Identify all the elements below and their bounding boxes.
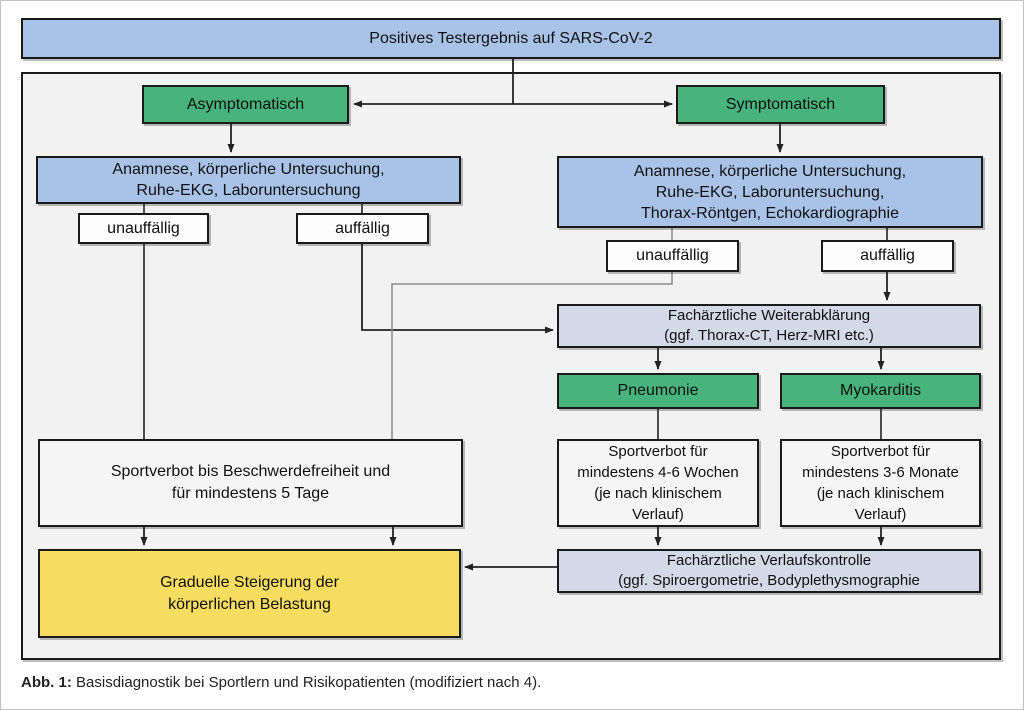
- node-line: (je nach klinischem: [594, 485, 722, 502]
- node-line: Sportverbot bis Beschwerdefreiheit und: [110, 463, 391, 480]
- node-line: Ruhe-EKG, Laboruntersuchung: [136, 182, 361, 199]
- node-label: Pneumonie: [617, 382, 699, 399]
- node-line: (je nach klinischem: [816, 485, 945, 502]
- node-line: (ggf. Thorax-CT, Herz-MRI etc.): [664, 327, 874, 344]
- node-line: (ggf. Spiroergometrie, Bodyplethysmograp…: [618, 572, 920, 589]
- node-line: körperlichen Belastung: [168, 595, 331, 613]
- flow-node-specialist-workup: Fachärztliche Weiterabklärung (ggf. Thor…: [557, 304, 981, 348]
- node-label: Asymptomatisch: [186, 95, 305, 113]
- flow-node-exam-right: Anamnese, körperliche Untersuchung, Ruhe…: [557, 156, 983, 228]
- node-line: Verlauf): [632, 506, 684, 523]
- flow-node-asymptomatic: Asymptomatisch: [142, 85, 349, 124]
- node-line: mindestens 3-6 Monate: [802, 464, 959, 481]
- flow-node-followup: Fachärztliche Verlaufskontrolle (ggf. Sp…: [557, 549, 981, 593]
- node-line: Anamnese, körperliche Untersuchung,: [633, 162, 907, 180]
- node-line: Anamnese, körperliche Untersuchung,: [112, 161, 385, 178]
- node-label: auffällig: [335, 219, 390, 237]
- node-line: Sportverbot für: [830, 443, 931, 460]
- flow-node-symptomatic: Symptomatisch: [676, 85, 885, 124]
- flow-node-right-normal: unauffällig: [606, 240, 739, 272]
- flow-node-myocarditis: Myokarditis: [780, 373, 981, 409]
- flow-node-ban-weeks: Sportverbot für mindestens 4-6 Wochen (j…: [557, 439, 759, 527]
- node-line: für mindestens 5 Tage: [171, 485, 330, 502]
- flow-node-right-abnormal: auffällig: [821, 240, 954, 272]
- node-line: Ruhe-EKG, Laboruntersuchung,: [655, 183, 885, 201]
- node-line: Fachärztliche Verlaufskontrolle: [666, 552, 872, 569]
- node-label: auffällig: [860, 247, 915, 264]
- node-label: Symptomatisch: [725, 95, 836, 113]
- node-label: Positives Testergebnis auf SARS-CoV-2: [369, 29, 653, 47]
- caption-text: Basisdiagnostik bei Sportlern und Risiko…: [76, 674, 542, 691]
- flow-node-pneumonia: Pneumonie: [557, 373, 759, 409]
- node-line: Thorax-Röntgen, Echokardiographie: [641, 204, 899, 222]
- node-line: Verlauf): [854, 506, 907, 523]
- figure-caption: Abb. 1: Basisdiagnostik bei Sportlern un…: [21, 674, 541, 691]
- flow-node-exam-left: Anamnese, körperliche Untersuchung, Ruhe…: [36, 156, 461, 204]
- flow-node-left-normal: unauffällig: [78, 213, 209, 244]
- node-label: unauffällig: [107, 219, 180, 237]
- node-label: Myokarditis: [840, 382, 921, 399]
- flow-node-gradual-increase: Graduelle Steigerung der körperlichen Be…: [38, 549, 461, 638]
- flow-node-ban-months: Sportverbot für mindestens 3-6 Monate (j…: [780, 439, 981, 527]
- caption-label: Abb. 1:: [21, 674, 72, 691]
- flow-node-positive-test: Positives Testergebnis auf SARS-CoV-2: [21, 18, 1001, 59]
- node-line: Graduelle Steigerung der: [160, 573, 339, 591]
- node-line: mindestens 4-6 Wochen: [577, 464, 739, 481]
- node-label: unauffällig: [636, 247, 709, 264]
- node-line: Sportverbot für: [608, 443, 708, 460]
- flow-node-ban-symptomfree: Sportverbot bis Beschwerdefreiheit und f…: [38, 439, 463, 527]
- flow-node-left-abnormal: auffällig: [296, 213, 429, 244]
- node-line: Fachärztliche Weiterabklärung: [667, 307, 871, 324]
